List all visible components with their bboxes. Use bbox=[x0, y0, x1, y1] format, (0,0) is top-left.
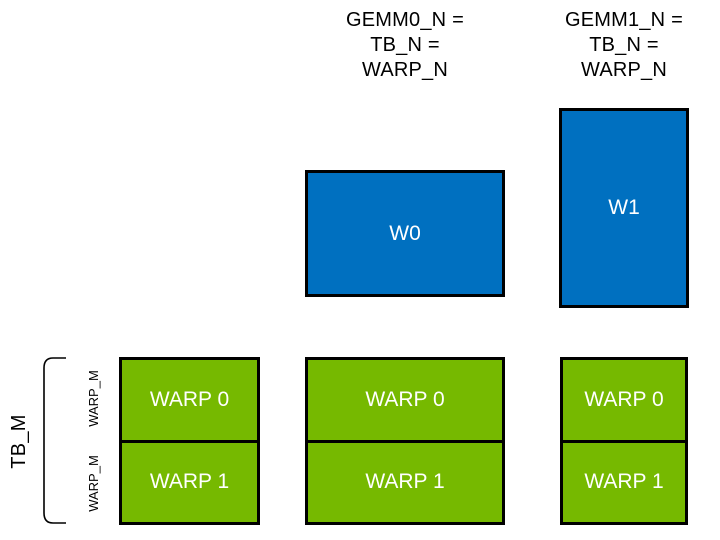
warp-cell-label: WARP 0 bbox=[149, 387, 230, 411]
warp-cell-label: WARP 1 bbox=[584, 470, 664, 494]
warp-cell: WARP 0 bbox=[563, 360, 685, 443]
warp-tile-label: W1 bbox=[608, 196, 640, 219]
header-line: TB_N = bbox=[370, 34, 440, 56]
header-line: GEMM0_N = bbox=[346, 9, 464, 31]
warp-cell-label: WARP 0 bbox=[365, 387, 445, 411]
warp-cell: WARP 1 bbox=[122, 442, 257, 522]
warp-cell-label: WARP 1 bbox=[149, 470, 230, 494]
header-line: WARP_N bbox=[361, 59, 449, 81]
warp-m-label-0: WARP_M bbox=[85, 369, 101, 427]
gemm1-header-label: GEMM1_N = TB_N = WARP_N bbox=[524, 8, 720, 83]
warp-m-label-1: WARP_M bbox=[85, 454, 101, 512]
warp-cell: WARP 0 bbox=[308, 360, 502, 443]
warp-group-left: WARP 0 WARP 1 bbox=[119, 357, 260, 525]
warp-cell: WARP 0 bbox=[122, 360, 257, 443]
warp-tile-w0: W0 bbox=[305, 170, 505, 297]
header-line: TB_N = bbox=[589, 34, 659, 56]
warp-cell: WARP 1 bbox=[563, 442, 685, 522]
warp-cell-label: WARP 1 bbox=[365, 470, 445, 494]
warp-cell: WARP 1 bbox=[308, 442, 502, 522]
warp-cell-label: WARP 0 bbox=[584, 387, 664, 411]
warp-group-middle: WARP 0 WARP 1 bbox=[305, 357, 505, 525]
warp-tile-label: W0 bbox=[389, 221, 421, 245]
warp-tile-w1: W1 bbox=[559, 108, 689, 308]
tb-m-label: TB_M bbox=[7, 413, 30, 469]
warp-group-right: WARP 0 WARP 1 bbox=[560, 357, 688, 525]
header-line: WARP_N bbox=[580, 59, 668, 81]
gemm0-header-label: GEMM0_N = TB_N = WARP_N bbox=[305, 8, 505, 83]
header-line: GEMM1_N = bbox=[565, 9, 683, 31]
tb-m-bracket bbox=[43, 357, 66, 524]
